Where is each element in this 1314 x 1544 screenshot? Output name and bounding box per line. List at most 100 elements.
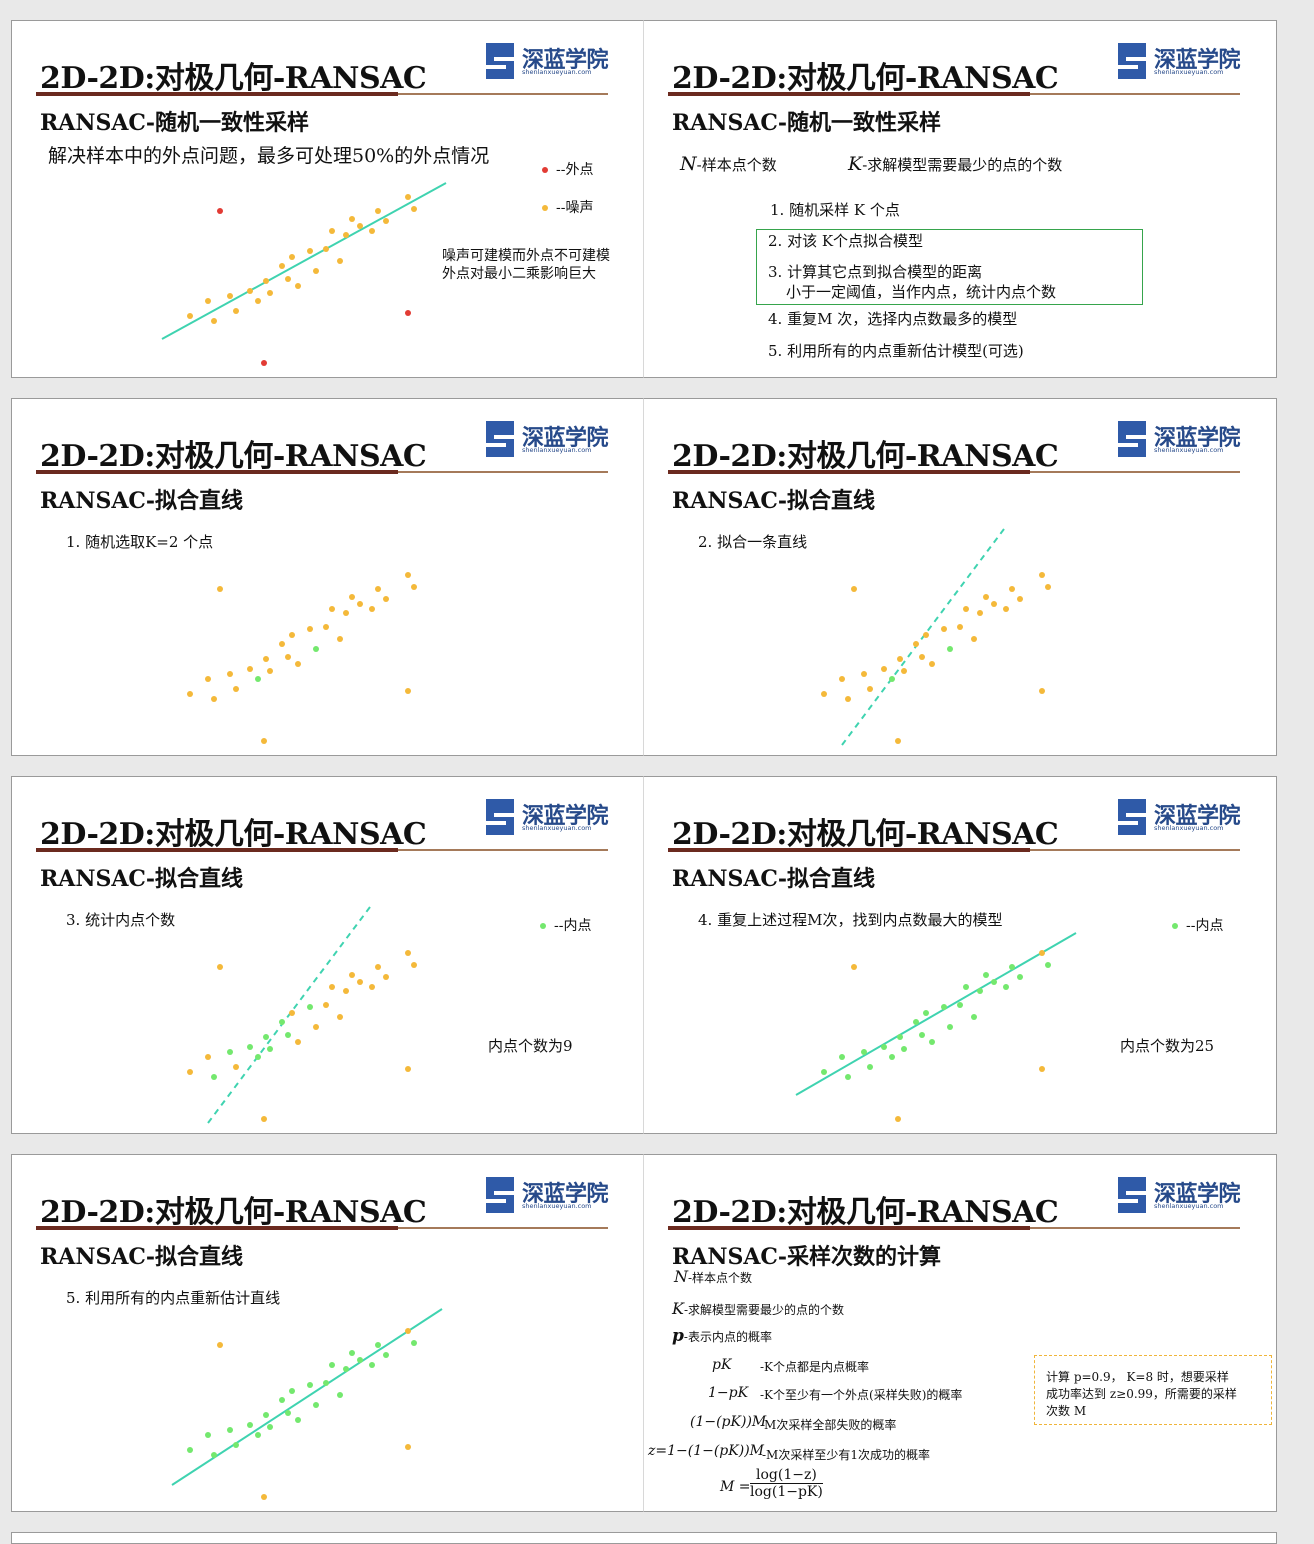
data-point [1045,584,1051,590]
data-point [285,1032,291,1038]
data-point [941,626,947,632]
data-point [957,1002,963,1008]
data-point [1009,964,1015,970]
scatter-plot [795,932,1077,1122]
data-point [919,654,925,660]
data-point [313,268,319,274]
data-point [247,288,253,294]
noise-dot-icon [542,205,548,211]
data-point [187,1447,193,1453]
scatter-plot [171,1308,443,1500]
fit-line [161,182,447,340]
outlier-point [217,208,223,214]
data-point [295,661,301,667]
scatter-plot [821,528,1051,746]
data-point [1017,974,1023,980]
data-point [247,666,253,672]
data-point [289,1388,295,1394]
data-point [295,283,301,289]
data-point [337,258,343,264]
logo: 深蓝学院 shenlanxueyuan.com [478,795,618,839]
data-point [205,1054,211,1060]
title-rule [668,470,1240,474]
logo: 深蓝学院 shenlanxueyuan.com [1110,417,1250,461]
data-point [977,610,983,616]
data-point [941,1004,947,1010]
data-point [267,290,273,296]
outlier-point [1039,688,1045,694]
legend-inlier: --内点 [540,915,591,935]
data-point [963,984,969,990]
note-2: 外点对最小二乘影响巨大 [442,266,596,282]
data-point [233,1064,239,1070]
scatter-plot [161,182,447,366]
data-point [889,1054,895,1060]
data-point [247,1044,253,1050]
data-point [897,1034,903,1040]
data-point [1003,606,1009,612]
data-point [1039,572,1045,578]
logo-name: 深蓝学院 [1154,426,1241,451]
data-point [307,626,313,632]
logo-url: shenlanxueyuan.com [1154,1202,1224,1210]
data-point [211,1452,217,1458]
inlier-dot-icon [1172,923,1178,929]
logo: 深蓝学院 shenlanxueyuan.com [478,39,618,83]
k-definition: K-求解模型需要最少的点的个数 [672,1299,845,1318]
data-point [1039,950,1045,956]
data-point [247,1422,253,1428]
data-point [991,979,997,985]
data-point [821,1069,827,1075]
logo-icon [486,799,514,835]
step-3a: 3. 计算其它点到拟合模型的距离 [768,263,983,281]
logo: 深蓝学院 shenlanxueyuan.com [1110,39,1250,83]
logo: 深蓝学院 shenlanxueyuan.com [478,1173,618,1217]
slide-subtitle: RANSAC-拟合直线 [672,488,876,514]
legend-noise: --噪声 [542,197,593,217]
data-point [867,1064,873,1070]
data-point [289,632,295,638]
data-point [307,1004,313,1010]
slide-5: 2D-2D:对极几何-RANSAC 深蓝学院 shenlanxueyuan.co… [11,776,643,1134]
data-point [255,1054,261,1060]
candidate-line [841,528,1005,746]
data-point [255,676,261,682]
data-point [411,206,417,212]
data-point [337,636,343,642]
data-point [289,1010,295,1016]
k-definition: K-求解模型需要最少的点的个数 [848,153,1063,175]
data-point [323,624,329,630]
slide-title: 2D-2D:对极几何-RANSAC [672,817,1059,852]
data-point [383,596,389,602]
data-point [267,1046,273,1052]
data-point [279,263,285,269]
logo-icon [486,421,514,457]
data-point [255,298,261,304]
data-point [861,1049,867,1055]
data-point [289,254,295,260]
slide-subtitle: RANSAC-拟合直线 [40,1244,244,1270]
data-point [929,661,935,667]
data-point [267,1424,273,1430]
data-point [383,218,389,224]
formula-4-def: -M次采样至少有1次成功的概率 [762,1448,930,1462]
outlier-dot-icon [542,167,548,173]
exercise-line-1: 计算 p=0.9， K=8 时，想要采样 [1046,1370,1229,1384]
data-point [263,1412,269,1418]
data-point [349,594,355,600]
data-point [929,1039,935,1045]
logo-url: shenlanxueyuan.com [1154,446,1224,454]
data-point [919,1032,925,1038]
slide-7: 2D-2D:对极几何-RANSAC 深蓝学院 shenlanxueyuan.co… [11,1154,643,1512]
logo-url: shenlanxueyuan.com [522,1202,592,1210]
data-point [323,1380,329,1386]
data-point [323,1002,329,1008]
data-point [343,988,349,994]
slide-1: 2D-2D:对极几何-RANSAC 深蓝学院 shenlanxueyuan.co… [11,20,643,378]
data-point [405,950,411,956]
scatter-plot [187,572,417,744]
legend-outlier: --外点 [542,159,593,179]
data-point [983,594,989,600]
slide-8: 2D-2D:对极几何-RANSAC 深蓝学院 shenlanxueyuan.co… [643,1154,1277,1512]
next-slide-edge [11,1532,1277,1544]
